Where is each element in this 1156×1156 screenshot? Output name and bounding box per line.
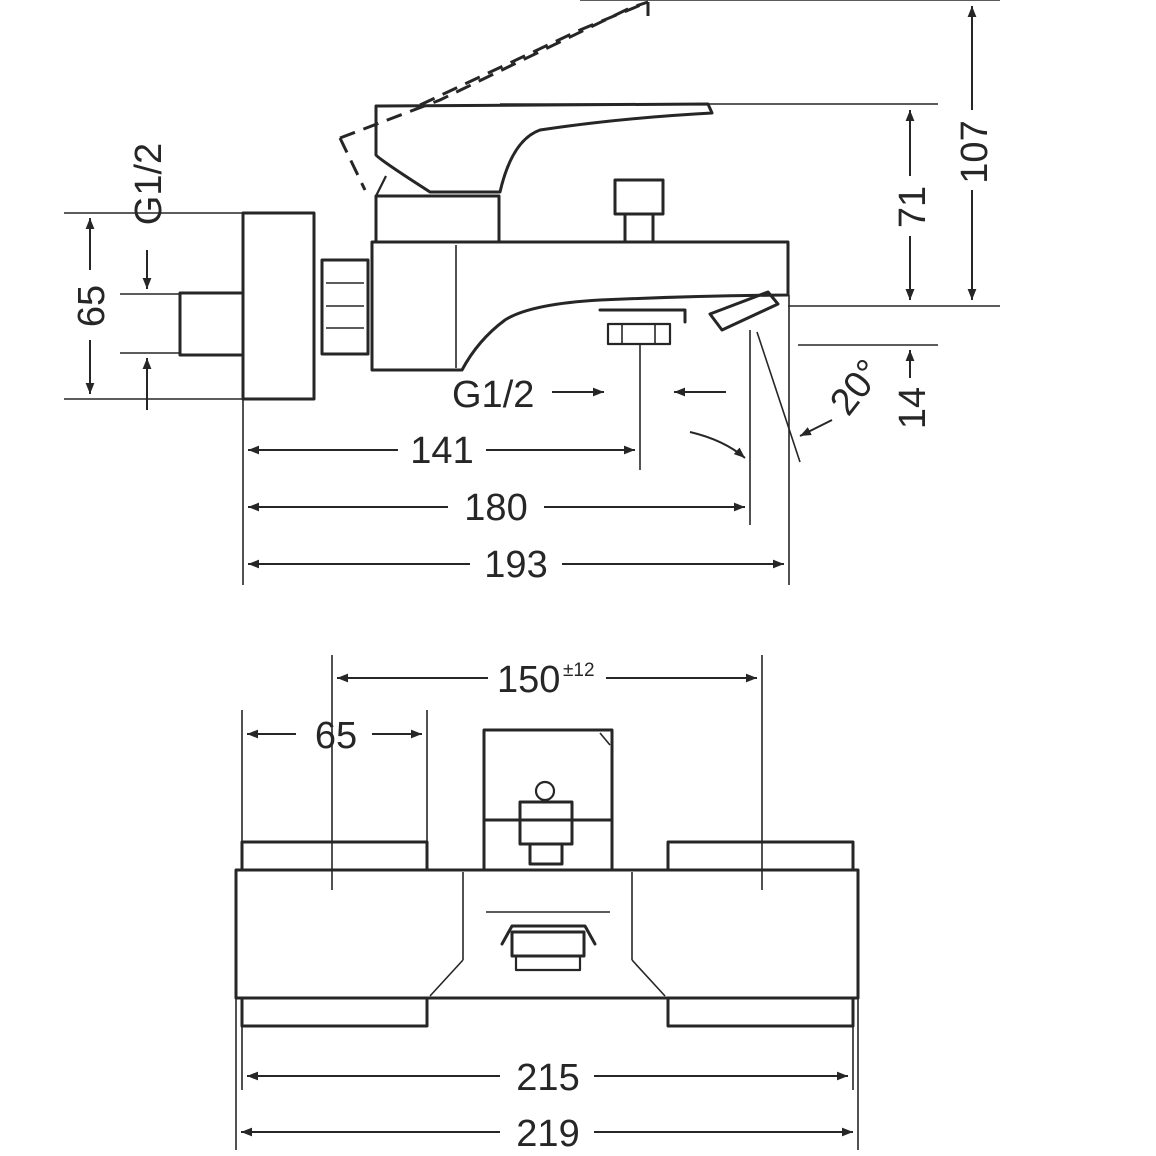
dim-label-20deg: 20° <box>822 352 890 423</box>
spout-aerator <box>708 290 780 332</box>
inlet-pipe <box>178 291 245 357</box>
left-handle-bottom <box>240 996 429 1028</box>
mixer-body <box>370 240 790 372</box>
dim-label-180: 180 <box>464 487 527 529</box>
dim-label-141: 141 <box>410 430 473 472</box>
right-handle-top <box>666 840 855 872</box>
diverter-stem-front <box>528 842 564 866</box>
diverter-stem <box>623 212 655 244</box>
front-view: 150 ±12 65 215 219 <box>234 655 860 1155</box>
lever-handle <box>374 102 714 194</box>
dim-label-107: 107 <box>954 120 996 183</box>
dim-label-14: 14 <box>892 387 934 429</box>
lever-cap <box>482 728 614 822</box>
dim-label-219: 219 <box>516 1113 579 1155</box>
dim-label-150: 150 <box>497 659 560 701</box>
shower-outlet-nut <box>606 322 672 346</box>
lever-dashed-position <box>338 0 650 191</box>
dim-label-65-front: 65 <box>315 715 357 757</box>
diverter-knob <box>613 178 665 216</box>
diverter-knob-front <box>518 800 574 846</box>
dim-label-215: 215 <box>516 1057 579 1099</box>
side-view: 107 71 14 65 G1/2 G1/2 141 180 <box>64 0 1000 586</box>
eccentric-nut <box>320 258 370 356</box>
dim-label-g12-outlet: G1/2 <box>452 374 534 416</box>
right-handle-bottom <box>666 996 855 1028</box>
dim-label-193: 193 <box>484 544 547 586</box>
wall-rosette <box>241 211 316 401</box>
spout-aerator-front <box>510 930 586 958</box>
dim-label-71: 71 <box>892 186 934 228</box>
dim-label-65-side: 65 <box>71 285 113 327</box>
cartridge-housing <box>374 194 501 244</box>
dim-label-g12-inlet: G1/2 <box>128 143 170 225</box>
shower-outlet <box>598 308 687 324</box>
spout-outlet-front <box>500 924 597 946</box>
mixer-body-front <box>234 868 860 1000</box>
spout-aerator-base <box>514 954 582 972</box>
dim-label-150-tolerance: ±12 <box>563 660 595 681</box>
left-handle-top <box>240 840 429 872</box>
diverter-top <box>534 780 556 802</box>
lever-neck <box>375 175 387 197</box>
